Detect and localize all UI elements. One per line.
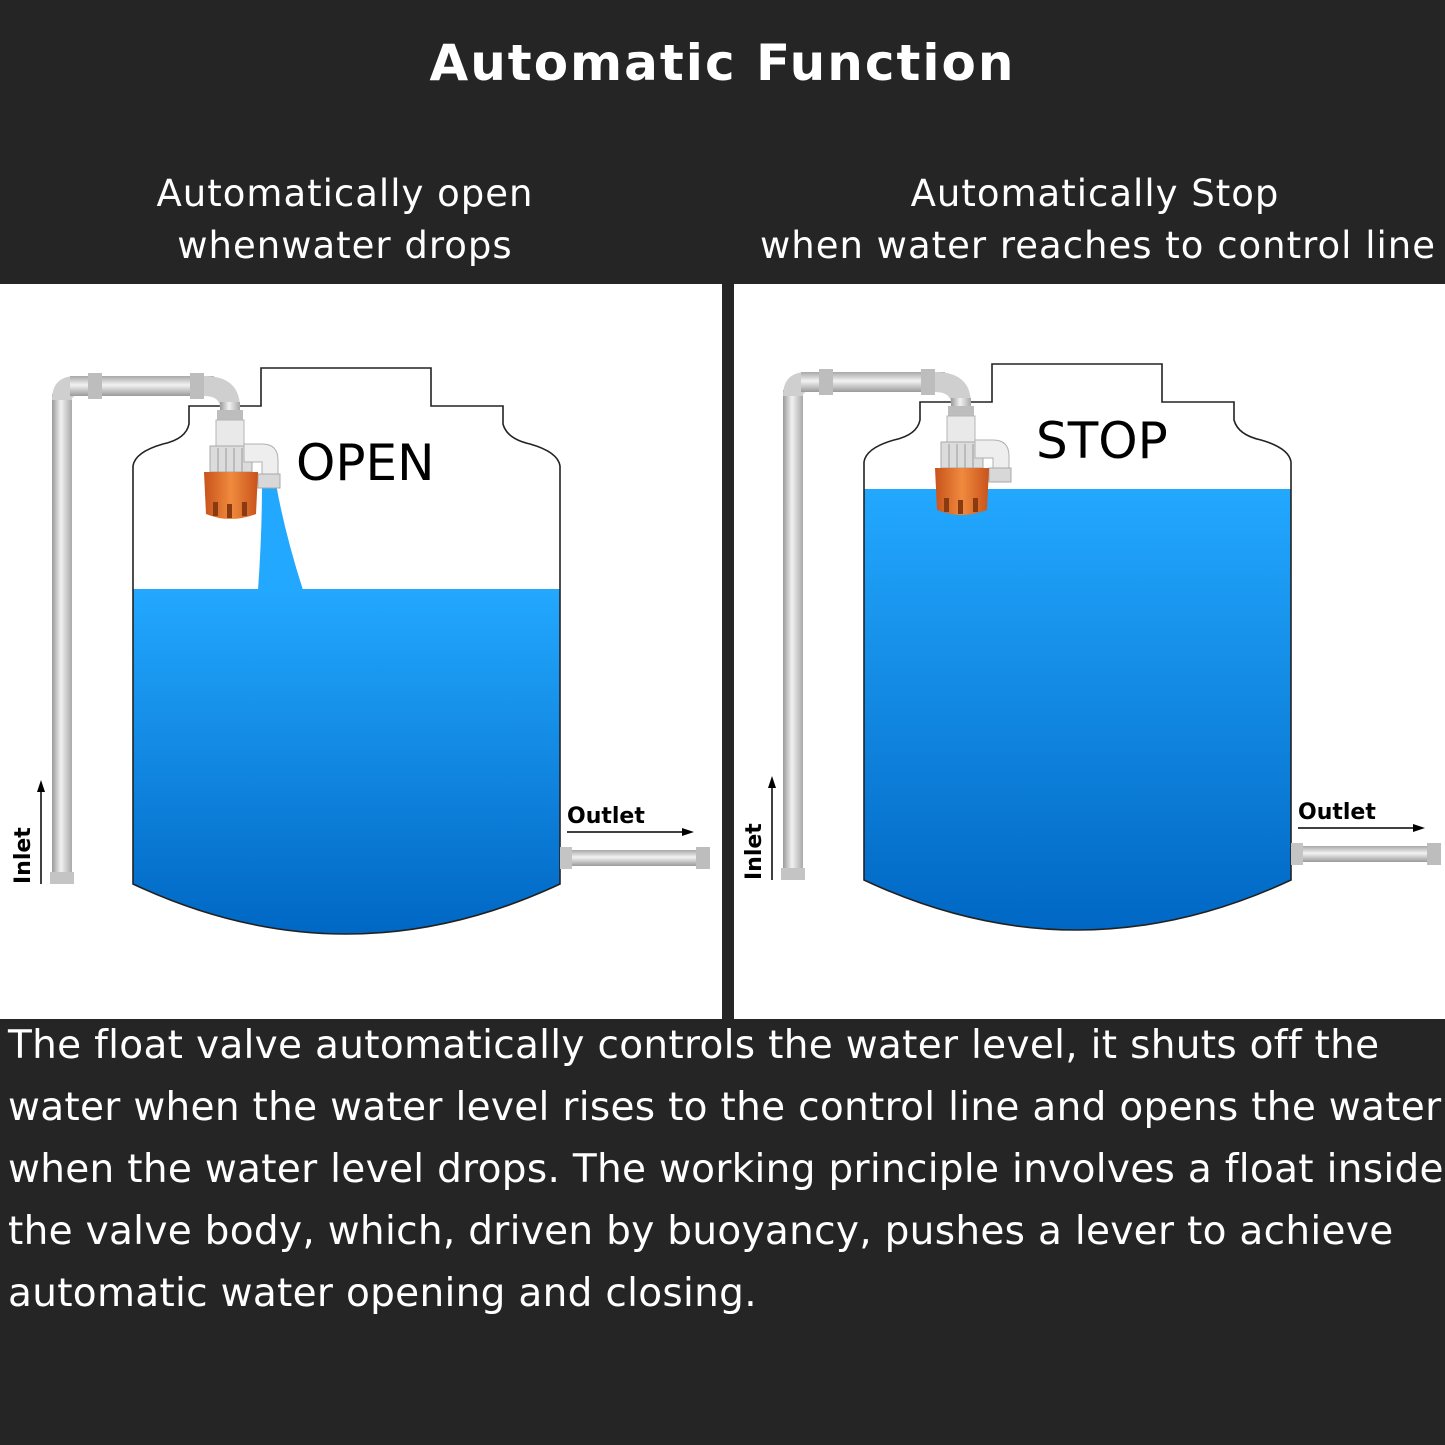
inlet-arrowhead xyxy=(768,776,776,788)
inlet-pipe-elbow-right xyxy=(204,376,240,408)
stop-heading-line1: Automatically Stop xyxy=(910,172,1280,215)
open-heading: Automatically open whenwater drops xyxy=(60,168,630,272)
stop-heading: Automatically Stop when water reaches to… xyxy=(760,168,1436,272)
outlet-pipe-collar xyxy=(1291,843,1303,865)
inlet-arrowhead xyxy=(37,780,45,792)
inlet-label: Inlet xyxy=(742,823,767,880)
inlet-pipe-vertical xyxy=(52,394,72,884)
description-text: The float valve automatically controls t… xyxy=(8,1023,1444,1316)
stop-heading-line2: when water reaches to control line xyxy=(760,224,1436,267)
outlet-label: Outlet xyxy=(567,804,645,829)
stop-state-label: STOP xyxy=(1036,412,1168,470)
tank-outline xyxy=(132,367,561,935)
inlet-pipe-drop-collar xyxy=(948,406,974,416)
inlet-pipe-foot xyxy=(781,868,805,880)
open-tank-diagram: OPEN Outlet Inlet xyxy=(11,367,710,935)
stop-diagram-panel: STOP Outlet Inlet xyxy=(734,284,1445,1019)
inlet-pipe-horizontal xyxy=(70,376,214,396)
outlet-pipe-end xyxy=(696,847,710,869)
inlet-pipe-coupling-a xyxy=(819,369,833,395)
outlet-pipe-collar xyxy=(560,847,572,869)
inlet-pipe-drop-collar xyxy=(217,410,243,420)
open-state-label: OPEN xyxy=(296,434,435,492)
outlet-arrowhead xyxy=(682,828,694,836)
inlet-pipe-vertical xyxy=(783,390,803,880)
outlet-pipe xyxy=(560,850,710,866)
inlet-pipe-foot xyxy=(50,872,74,884)
inlet-pipe-horizontal xyxy=(801,372,945,392)
water-stream xyxy=(258,484,303,590)
float-valve xyxy=(204,419,281,519)
page-title: Automatic Function xyxy=(429,34,1016,92)
water-body xyxy=(864,489,1291,930)
stop-tank-diagram: STOP Outlet Inlet xyxy=(742,363,1441,931)
inlet-label: Inlet xyxy=(11,827,36,884)
tank-outline xyxy=(863,363,1292,931)
inlet-pipe-coupling-b xyxy=(190,373,204,399)
outlet-label: Outlet xyxy=(1298,800,1376,825)
outlet-arrowhead xyxy=(1413,824,1425,832)
inlet-pipe-elbow-right xyxy=(935,372,971,404)
float-valve xyxy=(935,415,1012,515)
outlet-pipe-end xyxy=(1427,843,1441,865)
inlet-pipe-coupling-a xyxy=(88,373,102,399)
inlet-pipe-coupling-b xyxy=(921,369,935,395)
open-heading-line2: whenwater drops xyxy=(177,224,513,267)
outlet-pipe xyxy=(1291,846,1441,862)
open-diagram-panel: OPEN Outlet Inlet xyxy=(0,284,722,1019)
open-heading-line1: Automatically open xyxy=(156,172,534,215)
water-body xyxy=(133,589,560,934)
